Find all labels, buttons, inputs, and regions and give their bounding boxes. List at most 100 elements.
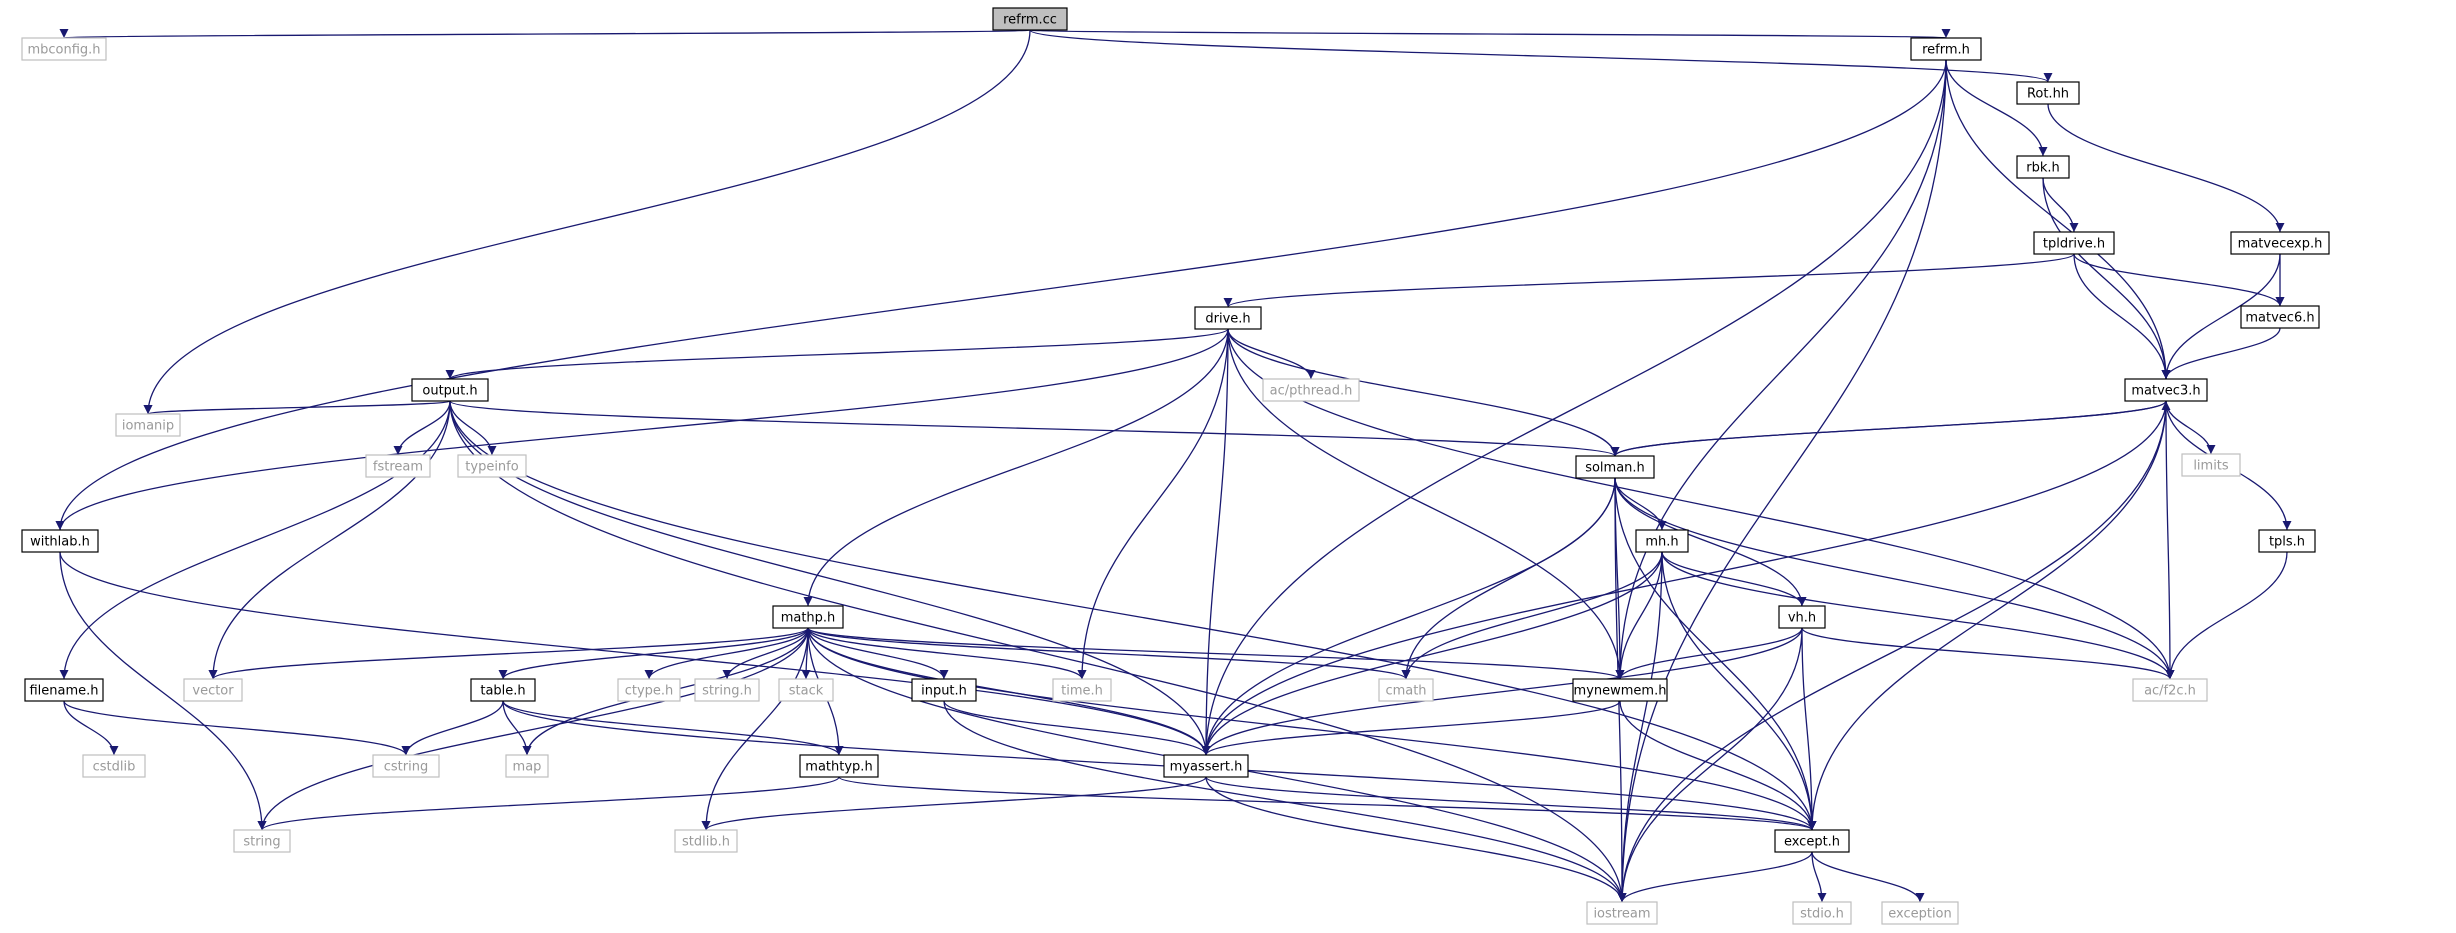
edge-refrm-h-to-withlab-h	[55, 59, 1947, 531]
node-box	[2016, 81, 2080, 105]
node-stdlib-h: stdlib.h	[674, 829, 738, 853]
node-output-h[interactable]: output.h	[411, 378, 489, 402]
node-box	[1052, 678, 1112, 702]
node-box	[21, 529, 99, 553]
node-label: mbconfig.h	[27, 43, 100, 58]
node-box	[1378, 678, 1434, 702]
node-tpls-h[interactable]: tpls.h	[2258, 529, 2316, 553]
node-input-h[interactable]: input.h	[911, 678, 977, 702]
node-box	[1262, 378, 1360, 402]
node-label: time.h	[1061, 684, 1103, 699]
edge-solman-h-to-ac-f2c-h	[1614, 477, 2175, 680]
node-label: refrm.cc	[1003, 13, 1057, 28]
node-label: ac/pthread.h	[1270, 384, 1353, 399]
node-box	[183, 678, 243, 702]
edge-mathp-h-to-mynewmem-h	[807, 627, 1625, 680]
node-tpldrive-h[interactable]: tpldrive.h	[2033, 231, 2115, 255]
node-label: solman.h	[1585, 461, 1645, 476]
node-label: input.h	[921, 684, 967, 699]
node-box	[1575, 455, 1655, 479]
node-rot-hh[interactable]: Rot.hh	[2016, 81, 2080, 105]
node-drive-h[interactable]: drive.h	[1194, 306, 1262, 330]
node-mbconfig-h: mbconfig.h	[21, 37, 107, 61]
node-box	[2124, 378, 2208, 402]
node-refrm-cc[interactable]: refrm.cc	[992, 7, 1068, 31]
node-label: fstream	[373, 460, 423, 475]
edge-matvec3-h-to-except-h	[1807, 400, 2167, 831]
node-box	[1792, 901, 1852, 925]
node-box	[21, 37, 107, 61]
edge-mathp-h-to-vector	[208, 627, 809, 680]
edge-rbk-h-to-matvec3-h	[2042, 177, 2171, 380]
edge-refrm-h-to-rbk-h	[1945, 59, 2048, 157]
edge-mh-h-to-iostream	[1617, 551, 1663, 903]
node-label: iomanip	[122, 419, 174, 434]
node-label: refrm.h	[1922, 43, 1970, 58]
node-mynewmem-h[interactable]: mynewmem.h	[1572, 678, 1668, 702]
node-box	[24, 678, 104, 702]
edge-mathp-h-to-time-h	[807, 627, 1087, 680]
node-label: cstring	[384, 760, 428, 775]
node-solman-h[interactable]: solman.h	[1575, 455, 1655, 479]
edge-solman-h-to-myassert-h	[1201, 477, 1616, 756]
edge-mathp-h-to-ctype-h	[644, 627, 809, 680]
node-box	[2132, 678, 2208, 702]
node-time-h: time.h	[1052, 678, 1112, 702]
edge-vh-h-to-iostream	[1617, 627, 1803, 903]
edge-vh-h-to-ac-f2c-h	[1801, 627, 2175, 680]
edge-output-h-to-vector	[208, 400, 451, 680]
node-string-h: string.h	[694, 678, 760, 702]
edge-vh-h-to-myassert-h	[1201, 627, 1803, 756]
edge-mynewmem-h-to-except-h	[1619, 700, 1817, 831]
node-label: stack	[789, 684, 824, 699]
node-box	[1774, 829, 1850, 853]
edge-filename-h-to-cstdlib	[63, 700, 119, 756]
edge-rot-hh-to-matvecexp-h	[2047, 103, 2285, 233]
node-withlab-h[interactable]: withlab.h	[21, 529, 99, 553]
node-box	[617, 678, 681, 702]
node-box	[1778, 605, 1826, 629]
node-matvec6-h[interactable]: matvec6.h	[2240, 305, 2320, 329]
node-box	[115, 413, 181, 437]
edge-input-h-to-iostream	[943, 700, 1627, 903]
node-mathp-h[interactable]: mathp.h	[772, 605, 844, 629]
node-label: typeinfo	[465, 460, 518, 475]
edge-mathtyp-h-to-string	[257, 776, 840, 831]
node-box	[365, 454, 431, 478]
node-rbk-h[interactable]: rbk.h	[2016, 155, 2070, 179]
edge-drive-h-to-ac-pthread-h	[1227, 328, 1316, 380]
node-except-h[interactable]: except.h	[1774, 829, 1850, 853]
node-ctype-h: ctype.h	[617, 678, 681, 702]
node-box	[911, 678, 977, 702]
node-mathtyp-h[interactable]: mathtyp.h	[799, 754, 879, 778]
node-table-h[interactable]: table.h	[470, 678, 536, 702]
node-stack: stack	[778, 678, 834, 702]
node-box	[1881, 901, 1959, 925]
node-label: myassert.h	[1170, 760, 1243, 775]
node-box	[505, 754, 549, 778]
node-mh-h[interactable]: mh.h	[1635, 529, 1689, 553]
node-label: exception	[1888, 907, 1952, 922]
edge-mathp-h-to-input-h	[807, 627, 949, 680]
edge-drive-h-to-mynewmem-h	[1227, 328, 1625, 680]
node-matvec3-h[interactable]: matvec3.h	[2124, 378, 2208, 402]
node-matvecexp-h[interactable]: matvecexp.h	[2230, 231, 2330, 255]
edge-matvec3-h-to-ac-f2c-h	[2165, 400, 2175, 680]
edge-table-h-to-map	[502, 700, 532, 756]
node-label: mynewmem.h	[1574, 684, 1667, 699]
node-refrm-h[interactable]: refrm.h	[1910, 37, 1982, 61]
node-label: drive.h	[1205, 312, 1250, 327]
edge-drive-h-to-ac-f2c-h	[1227, 328, 2175, 680]
node-vh-h[interactable]: vh.h	[1778, 605, 1826, 629]
node-exception: exception	[1881, 901, 1959, 925]
node-label: ctype.h	[625, 684, 674, 699]
node-ac-pthread-h: ac/pthread.h	[1262, 378, 1360, 402]
node-iomanip: iomanip	[115, 413, 181, 437]
node-box	[2240, 305, 2320, 329]
node-label: stdlib.h	[682, 835, 730, 850]
edge-mathp-h-to-string-h	[722, 627, 809, 680]
node-filename-h[interactable]: filename.h	[24, 678, 104, 702]
node-myassert-h[interactable]: myassert.h	[1163, 754, 1249, 778]
edge-drive-h-to-myassert-h	[1201, 328, 1229, 756]
